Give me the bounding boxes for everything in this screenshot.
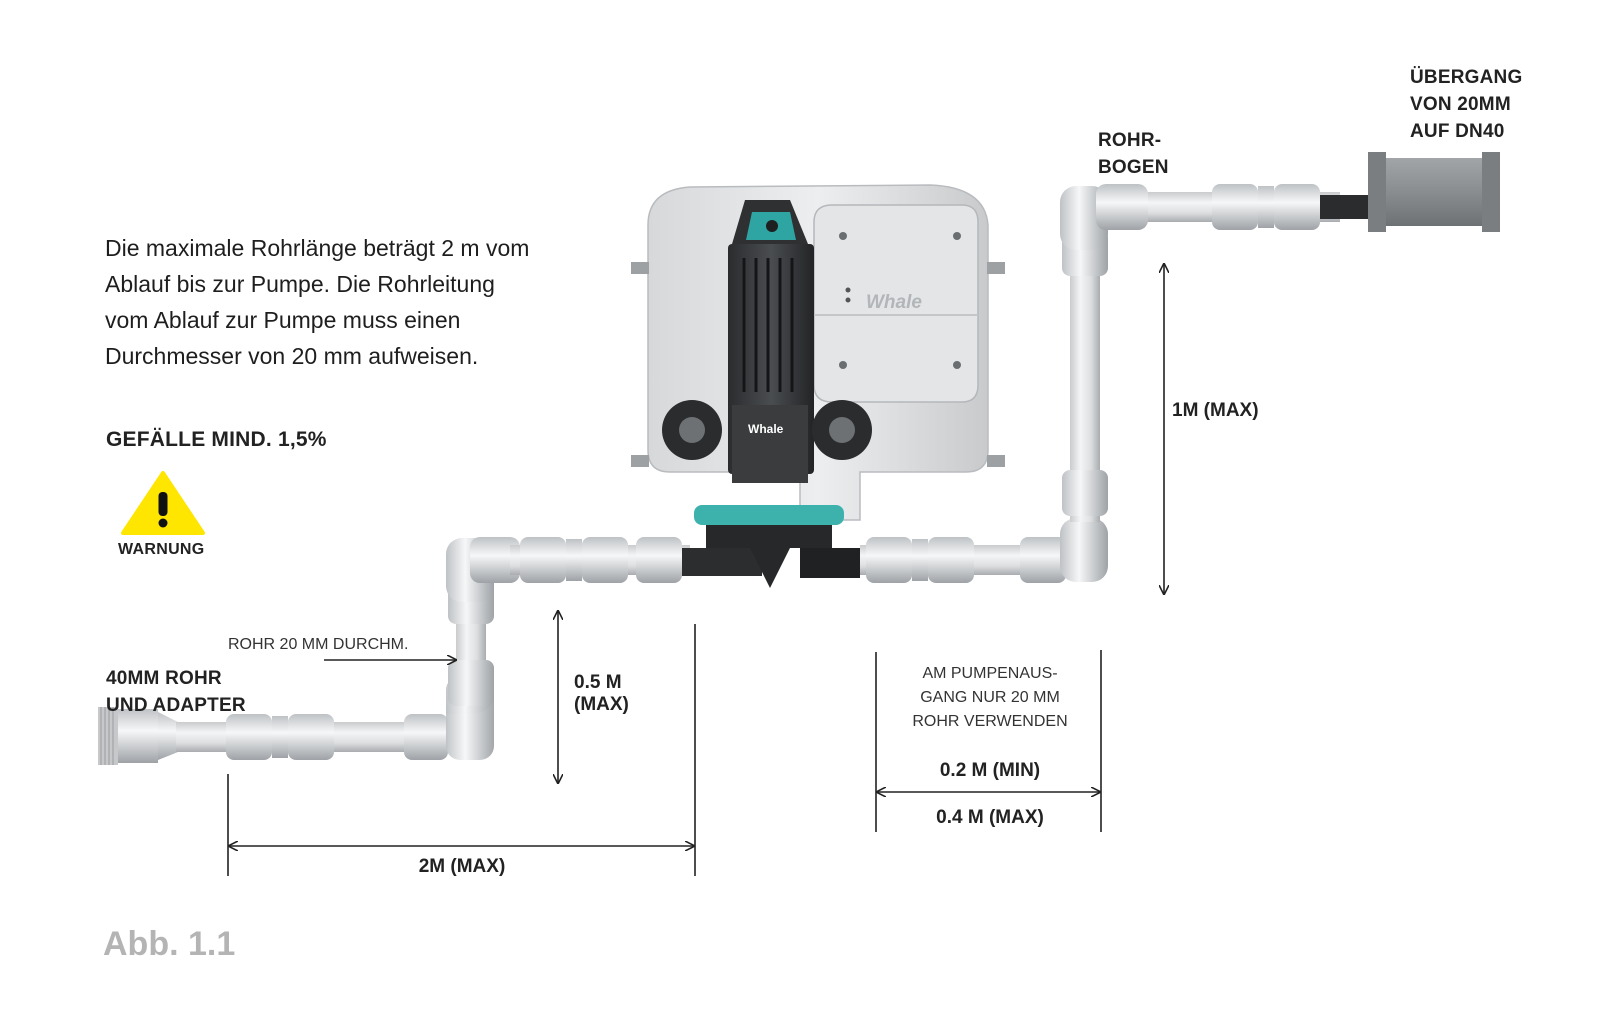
dimension-05m-line: (MAX) [574,694,629,715]
uebergang-label: ÜBERGANG VON 20MM AUF DN40 [1410,64,1522,145]
warning-triangle-icon [121,471,205,535]
pump-inlet-pipe [510,537,762,583]
gefaelle-label: GEFÄLLE MIND. 1,5% [106,428,327,451]
pumpenausgang-line: GANG NUR 20 MM [920,689,1060,706]
figure-caption: Abb. 1.1 [103,925,236,963]
intro-line: Die maximale Rohrlänge beträgt 2 m vom [105,235,530,261]
warning-label: WARNUNG [118,541,205,558]
dimension-2m-label: 2M (MAX) [418,856,506,877]
dimension-04m-max-label: 0.4 M (MAX) [936,807,1044,828]
intro-paragraph: Die maximale Rohrlänge beträgt 2 m vom A… [105,230,605,374]
dimension-lines [227,264,1164,876]
dimension-02m-min-label: 0.2 M (MIN) [939,760,1041,781]
rohr-durchm-label: ROHR 20 MM DURCHM. [228,636,409,653]
dimension-05m-line: 0.5 M [574,672,622,693]
pump-unit [631,184,1005,588]
rohr-adapter-label: 40MM ROHR UND ADAPTER [106,665,246,719]
intro-line: Durchmesser von 20 mm aufweisen. [105,343,479,369]
uebergang-line: VON 20MM [1410,94,1511,115]
rohr-adapter-line: 40MM ROHR [106,668,222,689]
intro-line: vom Ablauf zur Pumpe muss einen [105,307,461,333]
uebergang-line: AUF DN40 [1410,121,1505,142]
pump-outlet-pipe [860,518,1108,583]
pumpenausgang-line: AM PUMPENAUS- [922,665,1058,682]
outlet-top-pipe [1096,184,1368,230]
rohrbogen-label: ROHR- BOGEN [1098,127,1169,181]
outlet-riser [1060,186,1108,522]
uebergang-line: ÜBERGANG [1410,67,1523,88]
rohr-adapter-line: UND ADAPTER [106,695,246,716]
pump-plate-logo: Whale [748,422,784,436]
pump-brand-logo: Whale [866,292,922,313]
dimension-1m-label: 1M (MAX) [1172,400,1259,421]
inlet-adapter [98,707,178,765]
inlet-riser [446,537,520,760]
intro-line: Ablauf bis zur Pumpe. Die Rohrleitung [105,271,495,297]
pumpenausgang-line: ROHR VERWENDEN [912,713,1068,730]
dn40-adapter [1368,152,1500,232]
dimension-05m-label: 0.5 M (MAX) [574,672,629,716]
rohrbogen-line: BOGEN [1098,157,1169,178]
rohrbogen-line: ROHR- [1098,130,1162,151]
inlet-pipe-horizontal [176,714,448,760]
pumpenausgang-note: AM PUMPENAUS- GANG NUR 20 MM ROHR VERWEN… [880,662,1100,734]
